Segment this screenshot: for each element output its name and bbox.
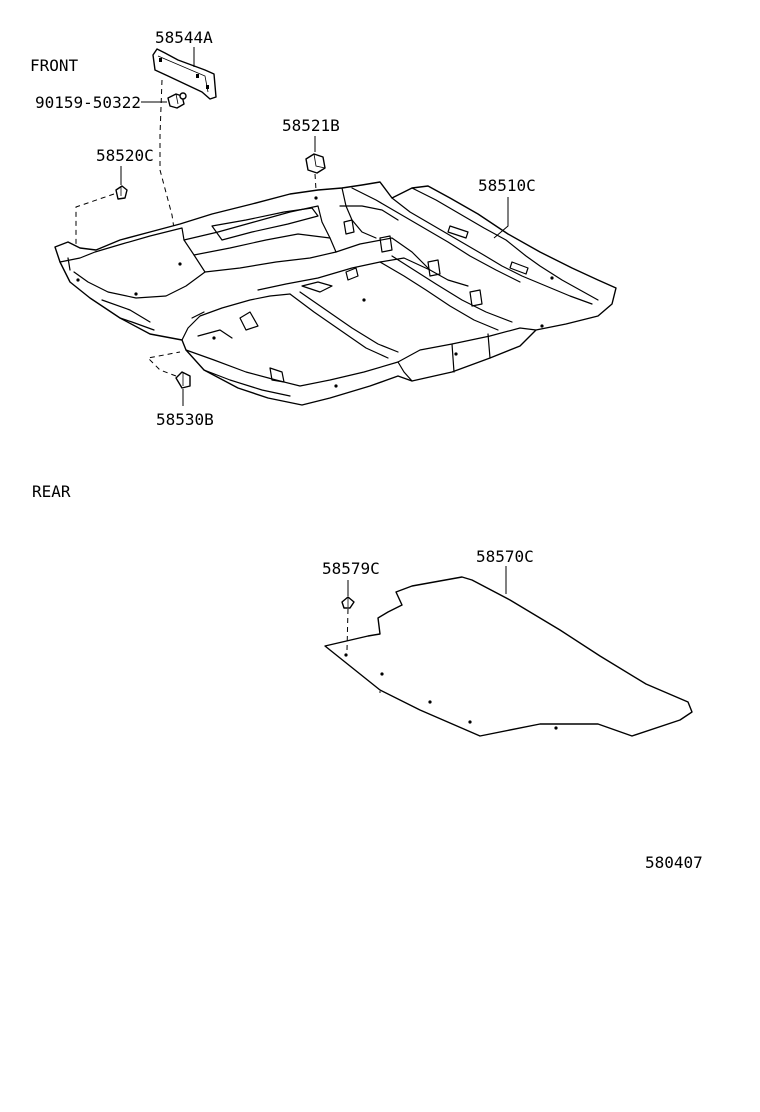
dashed-guide-58521b — [314, 173, 317, 191]
front-section-label: FRONT — [30, 56, 79, 75]
label-58544a: 58544A — [155, 28, 213, 47]
dashed-guide-58579c — [346, 608, 349, 651]
label-90159-50322: 90159-50322 — [35, 93, 141, 112]
leader-58510c — [493, 197, 509, 239]
dashed-guide-bracket — [159, 79, 179, 257]
label-58570c: 58570C — [476, 547, 534, 566]
clip-58521b — [305, 153, 326, 174]
figure-number: 580407 — [645, 853, 703, 872]
clip-90159-50322 — [167, 92, 187, 109]
clip-58530b — [175, 371, 191, 389]
dashed-guide-58530b — [146, 351, 181, 377]
clip-58520c — [115, 185, 128, 200]
label-58510c: 58510C — [478, 176, 536, 195]
bracket-58544a — [152, 48, 217, 100]
rear-floor-carpet-58570c — [324, 576, 693, 737]
dashed-guide-58520c — [75, 193, 115, 250]
clip-58579c — [341, 596, 355, 609]
rear-section-label: REAR — [32, 482, 71, 501]
label-58521b: 58521B — [282, 116, 340, 135]
label-58530b: 58530B — [156, 410, 214, 429]
front-floor-carpet-58510c — [54, 181, 617, 406]
label-58579c: 58579C — [322, 559, 380, 578]
label-58520c: 58520C — [96, 146, 154, 165]
